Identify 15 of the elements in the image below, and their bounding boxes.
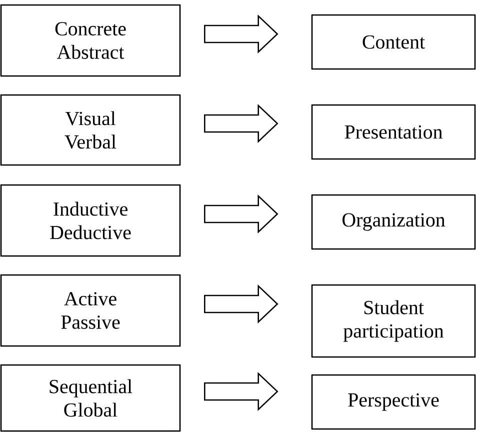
text-box: Concrete Abstract xyxy=(0,4,181,77)
text-box: Presentation xyxy=(311,104,476,160)
block-arrow xyxy=(204,284,278,324)
text-box: Sequential Global xyxy=(0,364,181,432)
block-arrow xyxy=(204,14,278,54)
text-box: Visual Verbal xyxy=(0,94,181,166)
text-box: Organization xyxy=(311,194,476,250)
text-box: Active Passive xyxy=(0,274,181,347)
text-box: Content xyxy=(311,14,476,70)
block-arrow xyxy=(204,194,278,234)
text-box: Student participation xyxy=(311,284,476,358)
text-box: Perspective xyxy=(311,374,476,430)
text-box: Inductive Deductive xyxy=(0,184,181,257)
block-arrow xyxy=(204,372,278,412)
block-arrow xyxy=(204,104,278,144)
